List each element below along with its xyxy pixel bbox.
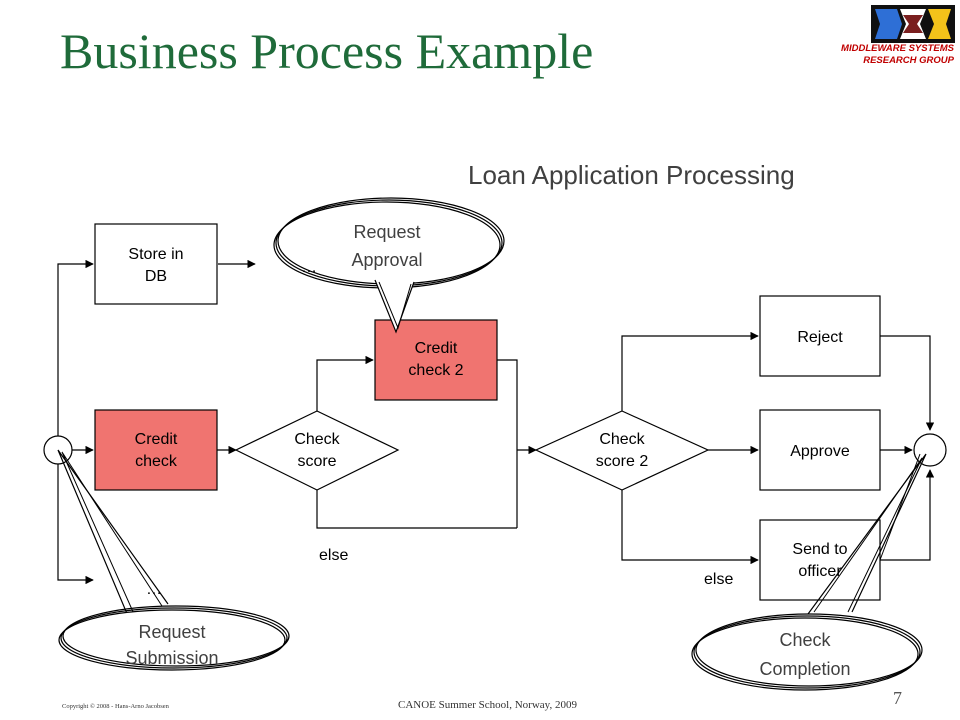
- node-approve-label: Approve: [790, 443, 850, 460]
- node-credit-check-line-1: Credit: [135, 431, 178, 448]
- node-send-to-officer-line-2: officer: [798, 563, 842, 580]
- page-number: 7: [893, 688, 902, 708]
- node-store-db-line-1: Store in: [128, 246, 183, 263]
- decision-check-score-line-2: score: [297, 453, 336, 470]
- node-store-db: Store in DB: [94, 223, 218, 305]
- node-send-to-officer-line-1: Send to: [792, 541, 847, 558]
- connector-officer-to-end: [880, 469, 935, 561]
- connector-score-else: [316, 490, 517, 529]
- decision-check-score-2-line-2: score 2: [596, 453, 649, 470]
- connector-score-2-to-reject: [621, 331, 759, 411]
- node-store-db-line-2: DB: [145, 268, 167, 285]
- callout-check-completion-line-1: Check: [779, 630, 831, 650]
- node-reject-label: Reject: [797, 329, 843, 346]
- footer-copyright: Copyright © 2008 - Hans-Arno Jacobsen: [62, 703, 169, 710]
- logo-text-line-2: RESEARCH GROUP: [863, 55, 954, 66]
- decision-check-score: Check score: [234, 410, 400, 491]
- node-credit-check: Credit check: [94, 409, 218, 491]
- ellipsis-top: …: [301, 259, 317, 276]
- callout-request-submission-line-1: Request: [138, 622, 205, 642]
- callout-request-approval-line-1: Request: [353, 222, 420, 242]
- node-send-to-officer: Send to officer: [759, 519, 881, 601]
- logo-text-line-1: MIDDLEWARE SYSTEMS: [841, 43, 954, 54]
- connector-credit-2-out: [497, 359, 518, 528]
- node-credit-check-2-line-1: Credit: [415, 340, 458, 357]
- decision-check-score-line-1: Check: [294, 431, 340, 448]
- ellipsis-bottom: …: [146, 581, 162, 598]
- callout-request-approval-line-2: Approval: [351, 250, 422, 270]
- node-credit-check-line-2: check: [135, 453, 178, 470]
- callout-check-completion-line-2: Completion: [759, 659, 850, 679]
- else-label-2: else: [704, 571, 733, 588]
- msrg-logo-icon: [871, 5, 955, 43]
- node-approve: Approve: [759, 409, 881, 491]
- diagram-subtitle: Loan Application Processing: [468, 160, 795, 190]
- node-reject: Reject: [759, 295, 881, 377]
- connector-score-2-to-officer: [621, 490, 759, 565]
- node-credit-check-2-line-2: check 2: [408, 362, 463, 379]
- footer-event: CANOE Summer School, Norway, 2009: [398, 699, 577, 711]
- connector-start-to-store: [57, 259, 94, 436]
- decision-check-score-2: Check score 2: [534, 410, 710, 491]
- decision-check-score-2-line-1: Check: [599, 431, 645, 448]
- node-credit-check-2: Credit check 2: [374, 319, 498, 401]
- connector-start-to-submission: [57, 463, 94, 585]
- slide-title: Business Process Example: [60, 23, 594, 79]
- connectors: [57, 259, 935, 585]
- connector-reject-to-end: [880, 335, 935, 431]
- end-event: [913, 433, 947, 467]
- connector-score-to-credit-2: [316, 355, 374, 411]
- msrg-logo-text: MIDDLEWARE SYSTEMS RESEARCH GROUP: [841, 43, 954, 67]
- callout-request-submission-line-2: Submission: [125, 648, 218, 668]
- msrg-logo: MIDDLEWARE SYSTEMS RESEARCH GROUP: [795, 2, 960, 74]
- else-label-1: else: [319, 547, 348, 564]
